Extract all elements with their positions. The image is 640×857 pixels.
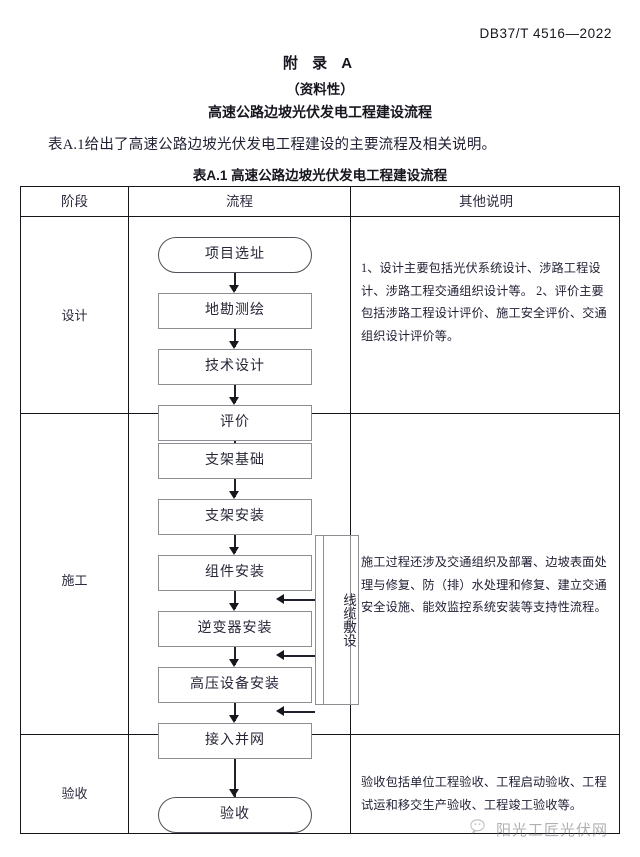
column-divider-2 — [350, 187, 352, 833]
connector-10 — [234, 759, 236, 803]
stage-label-construction: 施工 — [61, 573, 88, 588]
cable-feed-line-2 — [284, 655, 315, 657]
watermark-text: 阳光工匠光伏网 — [496, 822, 609, 839]
intro-paragraph: 表A.1给出了高速公路边坡光伏发电工程建设的主要流程及相关说明。 — [48, 137, 497, 153]
arrowhead-10 — [229, 789, 239, 797]
standard-code-header: DB37/T 4516—2022 — [479, 26, 612, 41]
table-caption: 表A.1 高速公路边坡光伏发电工程建设流程 — [192, 168, 448, 183]
table-header-stage: 阶段 — [61, 194, 88, 209]
flow-node-evaluation[interactable]: 评价 — [158, 405, 312, 441]
note-design: 1、设计主要包括光伏系统设计、涉路工程设计、涉路工程交通组织设计等。 2、评价主… — [361, 261, 607, 343]
annex-subject-title: 高速公路边坡光伏发电工程建设流程 — [208, 104, 432, 120]
cable-feed-line-1 — [284, 599, 315, 601]
cable-box-inner-line-left — [323, 536, 325, 704]
flow-node-acceptance[interactable]: 验收 — [158, 797, 312, 833]
flow-node-site-selection[interactable]: 项目选址 — [158, 237, 312, 273]
arrowhead-3 — [229, 397, 239, 405]
connector-2 — [234, 329, 236, 347]
arrowhead-9 — [229, 715, 239, 723]
table-header-other-notes: 其他说明 — [459, 194, 513, 209]
connector-9 — [234, 703, 236, 721]
cable-feed-arrow-2 — [276, 650, 284, 660]
flow-table: 阶段 流程 其他说明 设计 施工 验收 1、设计主要包括光伏系统设计、涉路工程设… — [20, 186, 620, 834]
connector-7 — [234, 591, 236, 609]
flow-node-survey-mapping[interactable]: 地勘测绘 — [158, 293, 312, 329]
flow-node-bracket-installation[interactable]: 支架安装 — [158, 499, 312, 535]
process-flowchart: 项目选址 地勘测绘 技术设计 评价 支架基础 支架安装 组件安装 逆变器安装 高… — [129, 217, 359, 834]
arrowhead-2 — [229, 341, 239, 349]
flow-node-hv-equipment-installation[interactable]: 高压设备安装 — [158, 667, 312, 703]
flow-node-inverter-installation[interactable]: 逆变器安装 — [158, 611, 312, 647]
arrowhead-6 — [229, 547, 239, 555]
connector-8 — [234, 647, 236, 665]
wechat-icon — [470, 818, 490, 841]
connector-1 — [234, 273, 236, 291]
arrowhead-5 — [229, 491, 239, 499]
stage-label-design: 设计 — [61, 308, 88, 323]
stage-label-acceptance: 验收 — [61, 786, 88, 801]
arrowhead-1 — [229, 285, 239, 293]
annex-title: 附 录 A — [282, 55, 358, 72]
cable-feed-line-3 — [284, 711, 315, 713]
cable-feed-arrow-1 — [276, 594, 284, 604]
table-header-process: 流程 — [226, 194, 253, 209]
arrowhead-7 — [229, 603, 239, 611]
row-divider-construction-acceptance — [21, 734, 619, 736]
flow-node-cable-laying[interactable]: 线缆敷设 — [315, 535, 359, 705]
flow-node-module-installation[interactable]: 组件安装 — [158, 555, 312, 591]
note-construction: 施工过程还涉及交通组织及部署、边坡表面处理与修复、防（排）水处理和修复、建立交通… — [361, 555, 607, 615]
cable-feed-arrow-3 — [276, 706, 284, 716]
site-watermark: 阳光工匠光伏网 — [470, 818, 608, 841]
arrowhead-8 — [229, 659, 239, 667]
flow-node-bracket-foundation[interactable]: 支架基础 — [158, 443, 312, 479]
cable-laying-label: 线缆敷设 — [341, 593, 356, 647]
connector-5 — [234, 479, 236, 497]
annex-kind-label: （资料性） — [286, 82, 354, 97]
connector-3 — [234, 385, 236, 403]
flow-node-technical-design[interactable]: 技术设计 — [158, 349, 312, 385]
header-divider — [21, 216, 619, 218]
flow-node-grid-connection[interactable]: 接入并网 — [158, 723, 312, 759]
column-divider-1 — [128, 187, 130, 833]
note-acceptance: 验收包括单位工程验收、工程启动验收、工程试运和移交生产验收、工程竣工验收等。 — [361, 775, 607, 812]
row-divider-design-construction — [21, 413, 619, 415]
connector-6 — [234, 535, 236, 553]
cable-box-inner-line-right — [349, 536, 351, 704]
